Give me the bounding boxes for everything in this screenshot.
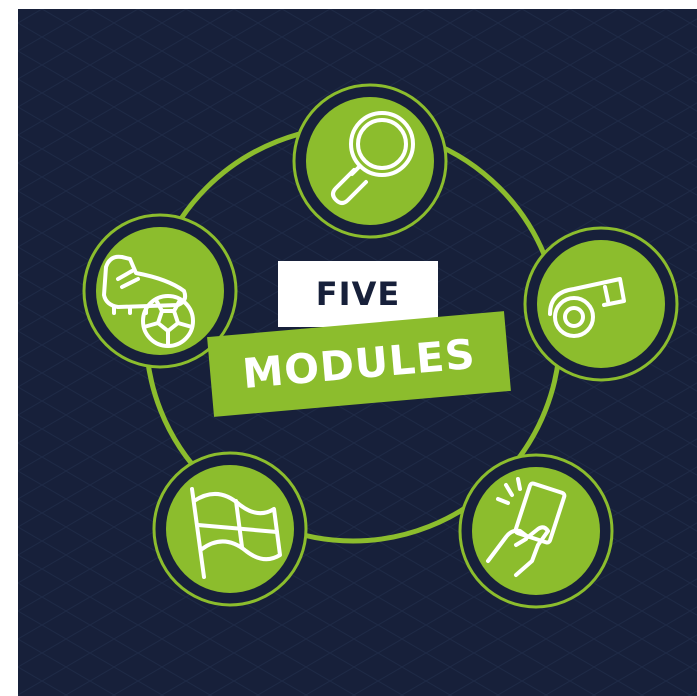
flag-icon bbox=[190, 487, 282, 579]
module-whistle bbox=[523, 226, 679, 382]
module-card bbox=[458, 453, 614, 609]
module-search bbox=[292, 83, 448, 239]
module-flag bbox=[152, 451, 308, 607]
boot-ball-icon bbox=[102, 254, 195, 348]
module-boot-ball bbox=[82, 213, 238, 369]
whistle-icon bbox=[548, 277, 626, 338]
magnifying-glass-icon bbox=[331, 111, 415, 205]
title-five: FIVE bbox=[278, 261, 438, 327]
infographic-panel: FIVE MODULES bbox=[18, 9, 697, 696]
card-hand-icon bbox=[486, 477, 567, 577]
